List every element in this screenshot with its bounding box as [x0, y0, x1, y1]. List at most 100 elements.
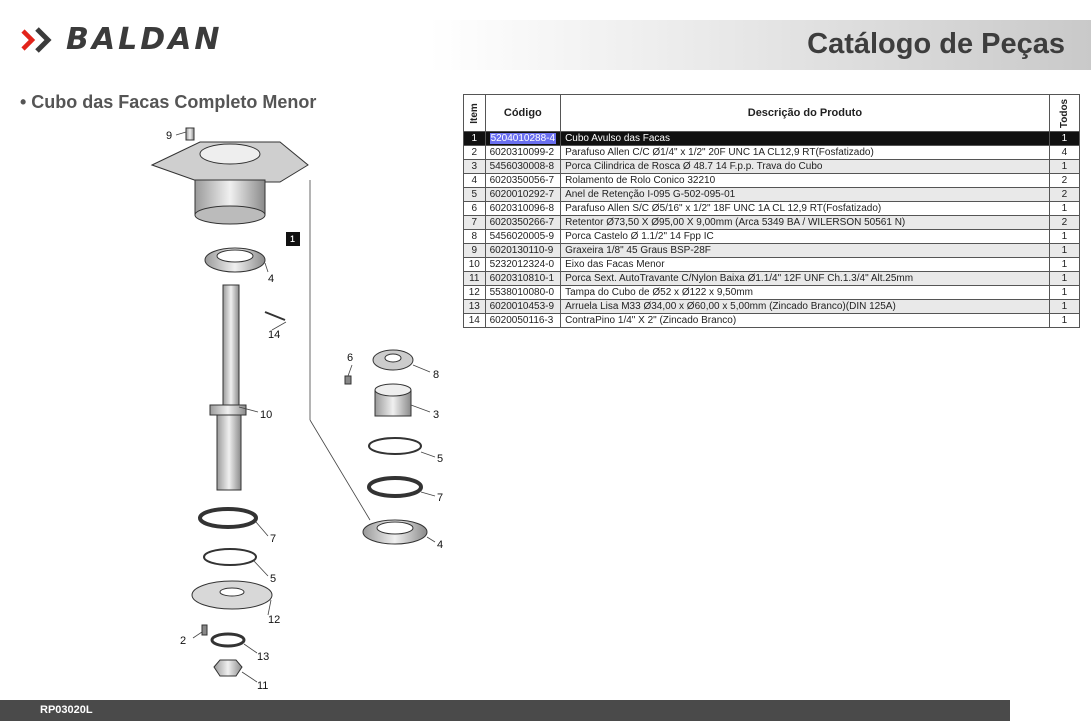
cell-code: 6020310099-2: [484, 145, 562, 160]
cell-item: 2: [463, 145, 486, 160]
cell-code: 5204010288-4: [484, 131, 562, 146]
parts-table: Item Código Descrição do Produto Todos 1…: [463, 94, 1081, 328]
column-header-description: Descrição do Produto: [560, 94, 1050, 132]
callout-5: 5: [437, 453, 443, 465]
column-header-code: Código: [484, 94, 562, 132]
table-header-row: Item Código Descrição do Produto Todos: [463, 94, 1081, 132]
callout-8: 8: [433, 369, 439, 381]
cell-description: Tampa do Cubo de Ø52 x Ø122 x 9,50mm: [560, 285, 1050, 300]
callout-13: 13: [257, 651, 269, 663]
cell-code: 5456030008-8: [484, 159, 562, 174]
product-code: 6020010453-9: [489, 301, 555, 312]
cell-code: 6020050116-3: [484, 313, 562, 328]
cell-item: 14: [463, 313, 486, 328]
cell-item: 5: [463, 187, 486, 202]
cell-item: 3: [463, 159, 486, 174]
callout-7: 7: [437, 492, 443, 504]
product-code: 5232012324-0: [489, 259, 555, 270]
cell-item: 7: [463, 215, 486, 230]
cell-qty: 1: [1048, 201, 1081, 216]
cell-item: 9: [463, 243, 486, 258]
part-hub: 1: [150, 141, 309, 246]
logo-chevrons-icon: [21, 26, 52, 53]
cell-code: 5232012324-0: [484, 257, 562, 272]
part-screw: [201, 624, 208, 636]
callout-10: 10: [260, 409, 272, 421]
cell-description: Porca Cilindrica de Rosca Ø 48.7 14 F.p.…: [560, 159, 1050, 174]
cell-description: Parafuso Allen S/C Ø5/16" x 1/2" 18F UNC…: [560, 201, 1050, 216]
part-washer: [210, 632, 246, 648]
leader-lines: [175, 131, 436, 683]
cell-item: 10: [463, 257, 486, 272]
cell-code: 6020130110-9: [484, 243, 562, 258]
callout-7b: 7: [270, 533, 276, 545]
part-castle-nut: [372, 349, 414, 371]
cell-qty: 1: [1048, 131, 1081, 146]
cell-item: 11: [463, 271, 486, 286]
product-code: 5538010080-0: [489, 287, 555, 298]
cell-code: 6020010292-7: [484, 187, 562, 202]
product-code: 5456020005-9: [489, 231, 555, 242]
cell-qty: 2: [1048, 215, 1081, 230]
part-bearing-top: [204, 247, 266, 273]
part-cotter-pin: [264, 311, 286, 321]
cell-description: Retentor Ø73,50 X Ø95,00 X 9,00mm (Arca …: [560, 215, 1050, 230]
cell-item: 12: [463, 285, 486, 300]
cell-qty: 1: [1048, 229, 1081, 244]
product-code: 5204010288-4: [489, 133, 557, 144]
product-code: 6020310099-2: [489, 147, 555, 158]
brand-logo: BALDAN: [20, 22, 222, 57]
product-code: 6020310810-1: [489, 273, 555, 284]
cell-description: Arruela Lisa M33 Ø34,00 x Ø60,00 x 5,00m…: [560, 299, 1050, 314]
callout-3: 3: [433, 409, 439, 421]
part-hub-cap: [191, 580, 273, 610]
cell-description: Parafuso Allen C/C Ø1/4" x 1/2" 20F UNC …: [560, 145, 1050, 160]
cell-qty: 2: [1048, 187, 1081, 202]
callout-14: 14: [268, 329, 280, 341]
footer-bar: RP03020L: [0, 700, 1010, 721]
cell-code: 6020310810-1: [484, 271, 562, 286]
product-code: 6020350056-7: [489, 175, 555, 186]
product-code: 6020010292-7: [489, 189, 555, 200]
callout-1: 1: [290, 234, 295, 244]
catalog-code: RP03020L: [40, 704, 93, 716]
product-code: 6020130110-9: [489, 245, 554, 256]
cell-item: 4: [463, 173, 486, 188]
callout-6: 6: [347, 352, 353, 364]
cell-qty: 1: [1048, 159, 1081, 174]
cell-qty: 1: [1048, 257, 1081, 272]
product-code: 6020350266-7: [489, 217, 555, 228]
cell-code: 6020350266-7: [484, 215, 562, 230]
cell-description: Graxeira 1/8" 45 Graus BSP-28F: [560, 243, 1050, 258]
part-threaded-nut: [374, 383, 412, 417]
cell-code: 5538010080-0: [484, 285, 562, 300]
callout-5b: 5: [270, 573, 276, 585]
part-grease-nipple: [185, 127, 195, 141]
cell-description: Cubo Avulso das Facas: [560, 131, 1050, 146]
part-seal-lower: [198, 507, 258, 529]
cell-item: 1: [463, 131, 486, 146]
callout-9: 9: [166, 130, 172, 142]
cell-code: 5456020005-9: [484, 229, 562, 244]
part-shaft: [209, 284, 247, 491]
part-snap-ring-lower: [203, 548, 257, 566]
cell-item: 13: [463, 299, 486, 314]
cell-qty: 1: [1048, 243, 1081, 258]
cell-description: ContraPino 1/4" X 2" (Zincado Branco): [560, 313, 1050, 328]
cell-qty: 1: [1048, 285, 1081, 300]
